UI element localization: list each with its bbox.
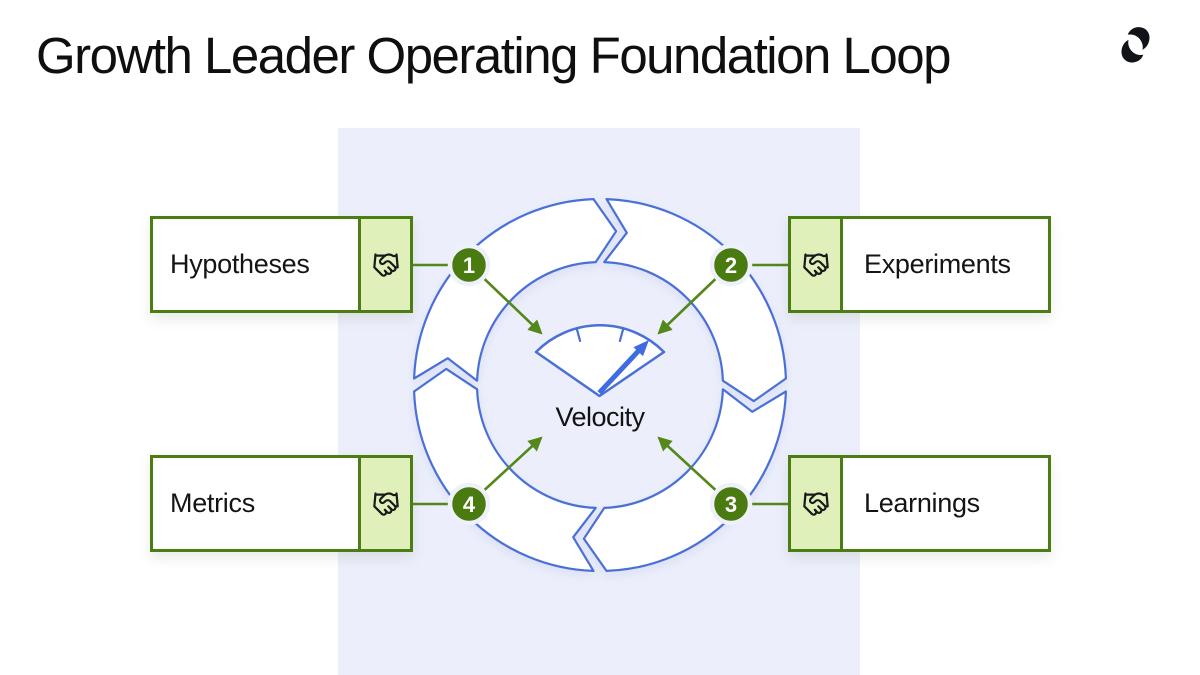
step-arrow-2: [657, 278, 717, 335]
loop-ring-segment: [582, 388, 787, 572]
step-circle-4: 4: [447, 482, 491, 526]
step-circle-1: 1: [447, 243, 491, 287]
box-hypotheses: Hypotheses: [150, 216, 413, 313]
step-number: 3: [725, 492, 737, 517]
handshake-icon: [372, 491, 399, 516]
box-label: Metrics: [170, 488, 255, 518]
page-title: Growth Leader Operating Foundation Loop: [36, 27, 952, 84]
step-number: 1: [463, 253, 475, 278]
icon-panel: [791, 219, 843, 310]
step-arrow-3: [657, 436, 717, 491]
handshake-icon: [372, 252, 399, 277]
step-number: 2: [725, 253, 737, 278]
step-number: 4: [463, 492, 476, 517]
box-learnings: Learnings: [788, 455, 1051, 552]
step-circle-2: 2: [709, 243, 753, 287]
gauge-needle-icon: [597, 340, 649, 395]
step-circle-3: 3: [709, 482, 753, 526]
handshake-icon: [802, 252, 829, 277]
reforge-mark-icon: [1121, 27, 1150, 63]
step-arrow-4: [483, 436, 543, 491]
box-label: Learnings: [864, 488, 980, 518]
handshake-icon: [802, 491, 829, 516]
icon-panel: [358, 219, 410, 310]
icon-panel: [791, 458, 843, 549]
gauge-icon: [534, 324, 666, 398]
box-experiments: Experiments: [788, 216, 1051, 313]
box-label: Hypotheses: [170, 249, 310, 279]
icon-panel: [358, 458, 410, 549]
loop-ring-segment: [413, 198, 618, 382]
box-metrics: Metrics: [150, 455, 413, 552]
velocity-label: Velocity: [555, 402, 645, 432]
step-arrow-1: [483, 278, 543, 335]
box-label: Experiments: [864, 249, 1011, 279]
